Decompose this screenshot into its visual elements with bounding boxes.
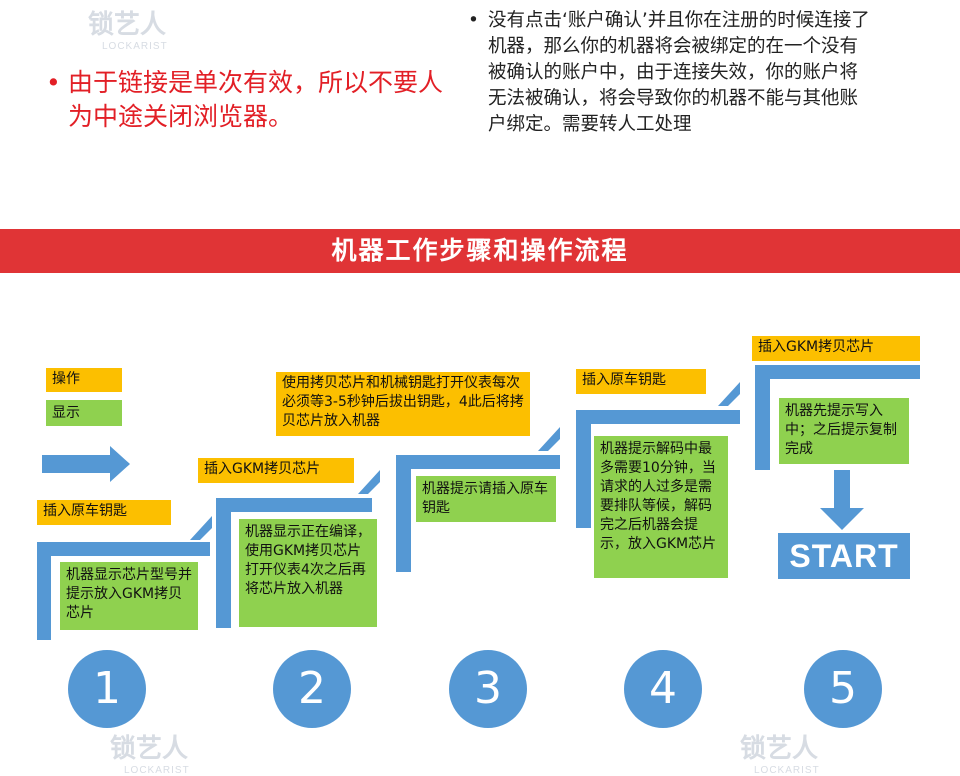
step-number-3: 3 bbox=[449, 650, 527, 728]
step-3-operation: 使用拷贝芯片和机械钥匙打开仪表每次必须等3-5秒钟后拔出钥匙，4此后将拷贝芯片放… bbox=[276, 372, 530, 436]
stair-1 bbox=[37, 542, 210, 640]
down-arrow-icon bbox=[820, 470, 864, 530]
section-title: 机器工作步骤和操作流程 bbox=[331, 236, 629, 265]
note-left-text: 由于链接是单次有效，所以不要人为中途关闭浏览器。 bbox=[68, 68, 444, 131]
step-number-5: 5 bbox=[804, 650, 882, 728]
stair-4 bbox=[576, 410, 740, 528]
step-4-display-text: 机器提示解码中最多需要10分钟，当请求的人过多是需要排队等候，解码完之后机器会提… bbox=[600, 441, 717, 552]
step-number-1: 1 bbox=[68, 650, 146, 728]
step-3-display-text: 机器提示请插入原车钥匙 bbox=[422, 481, 548, 516]
step-1-display-text: 机器显示芯片型号并提示放入GKM拷贝芯片 bbox=[66, 567, 192, 621]
legend-operation-label: 操作 bbox=[52, 371, 80, 387]
stair-connector bbox=[718, 382, 740, 406]
step-4-operation: 插入原车钥匙 bbox=[576, 369, 706, 394]
bullet: • bbox=[46, 68, 61, 97]
legend-display-label: 显示 bbox=[52, 405, 80, 421]
step-5-display-text: 机器先提示写入中；之后提示复制完成 bbox=[785, 403, 897, 457]
step-5-operation-text: 插入GKM拷贝芯片 bbox=[758, 339, 875, 355]
bullet: • bbox=[468, 10, 479, 31]
stair-connector bbox=[538, 427, 560, 451]
step-number-4: 4 bbox=[624, 650, 702, 728]
stair-5 bbox=[755, 365, 920, 470]
stair-2 bbox=[216, 498, 372, 628]
step-1-display: 机器显示芯片型号并提示放入GKM拷贝芯片 bbox=[60, 562, 198, 630]
step-5-operation: 插入GKM拷贝芯片 bbox=[752, 336, 920, 361]
start-label: START bbox=[778, 533, 910, 579]
step-2-operation: 插入GKM拷贝芯片 bbox=[198, 458, 354, 483]
stair-connector bbox=[190, 516, 212, 540]
step-1-operation: 插入原车钥匙 bbox=[37, 500, 171, 525]
right-arrow-icon bbox=[42, 446, 130, 482]
step-1-operation-text: 插入原车钥匙 bbox=[43, 503, 127, 519]
step-2-operation-text: 插入GKM拷贝芯片 bbox=[204, 461, 321, 477]
step-3-display: 机器提示请插入原车钥匙 bbox=[416, 476, 556, 522]
step-5-display: 机器先提示写入中；之后提示复制完成 bbox=[779, 398, 909, 464]
section-banner: 机器工作步骤和操作流程 bbox=[0, 229, 960, 273]
step-2-display: 机器显示正在编译，使用GKM拷贝芯片打开仪表4次之后再将芯片放入机器 bbox=[239, 519, 377, 627]
step-4-operation-text: 插入原车钥匙 bbox=[582, 372, 666, 388]
legend-operation: 操作 bbox=[46, 368, 122, 392]
step-2-display-text: 机器显示正在编译，使用GKM拷贝芯片打开仪表4次之后再将芯片放入机器 bbox=[245, 524, 371, 597]
note-left: • 由于链接是单次有效，所以不要人为中途关闭浏览器。 bbox=[46, 66, 446, 134]
step-number-2: 2 bbox=[273, 650, 351, 728]
step-4-display: 机器提示解码中最多需要10分钟，当请求的人过多是需要排队等候，解码完之后机器会提… bbox=[594, 436, 728, 578]
note-right-text: 没有点击‘账户确认’并且你在注册的时候连接了机器，那么你的机器将会被绑定的在一个… bbox=[488, 10, 870, 135]
legend-display: 显示 bbox=[46, 400, 122, 426]
stair-3 bbox=[396, 455, 560, 572]
step-3-operation-text: 使用拷贝芯片和机械钥匙打开仪表每次必须等3-5秒钟后拔出钥匙，4此后将拷贝芯片放… bbox=[282, 375, 524, 429]
note-right: • 没有点击‘账户确认’并且你在注册的时候连接了机器，那么你的机器将会被绑定的在… bbox=[468, 8, 873, 138]
stair-connector bbox=[358, 470, 380, 494]
